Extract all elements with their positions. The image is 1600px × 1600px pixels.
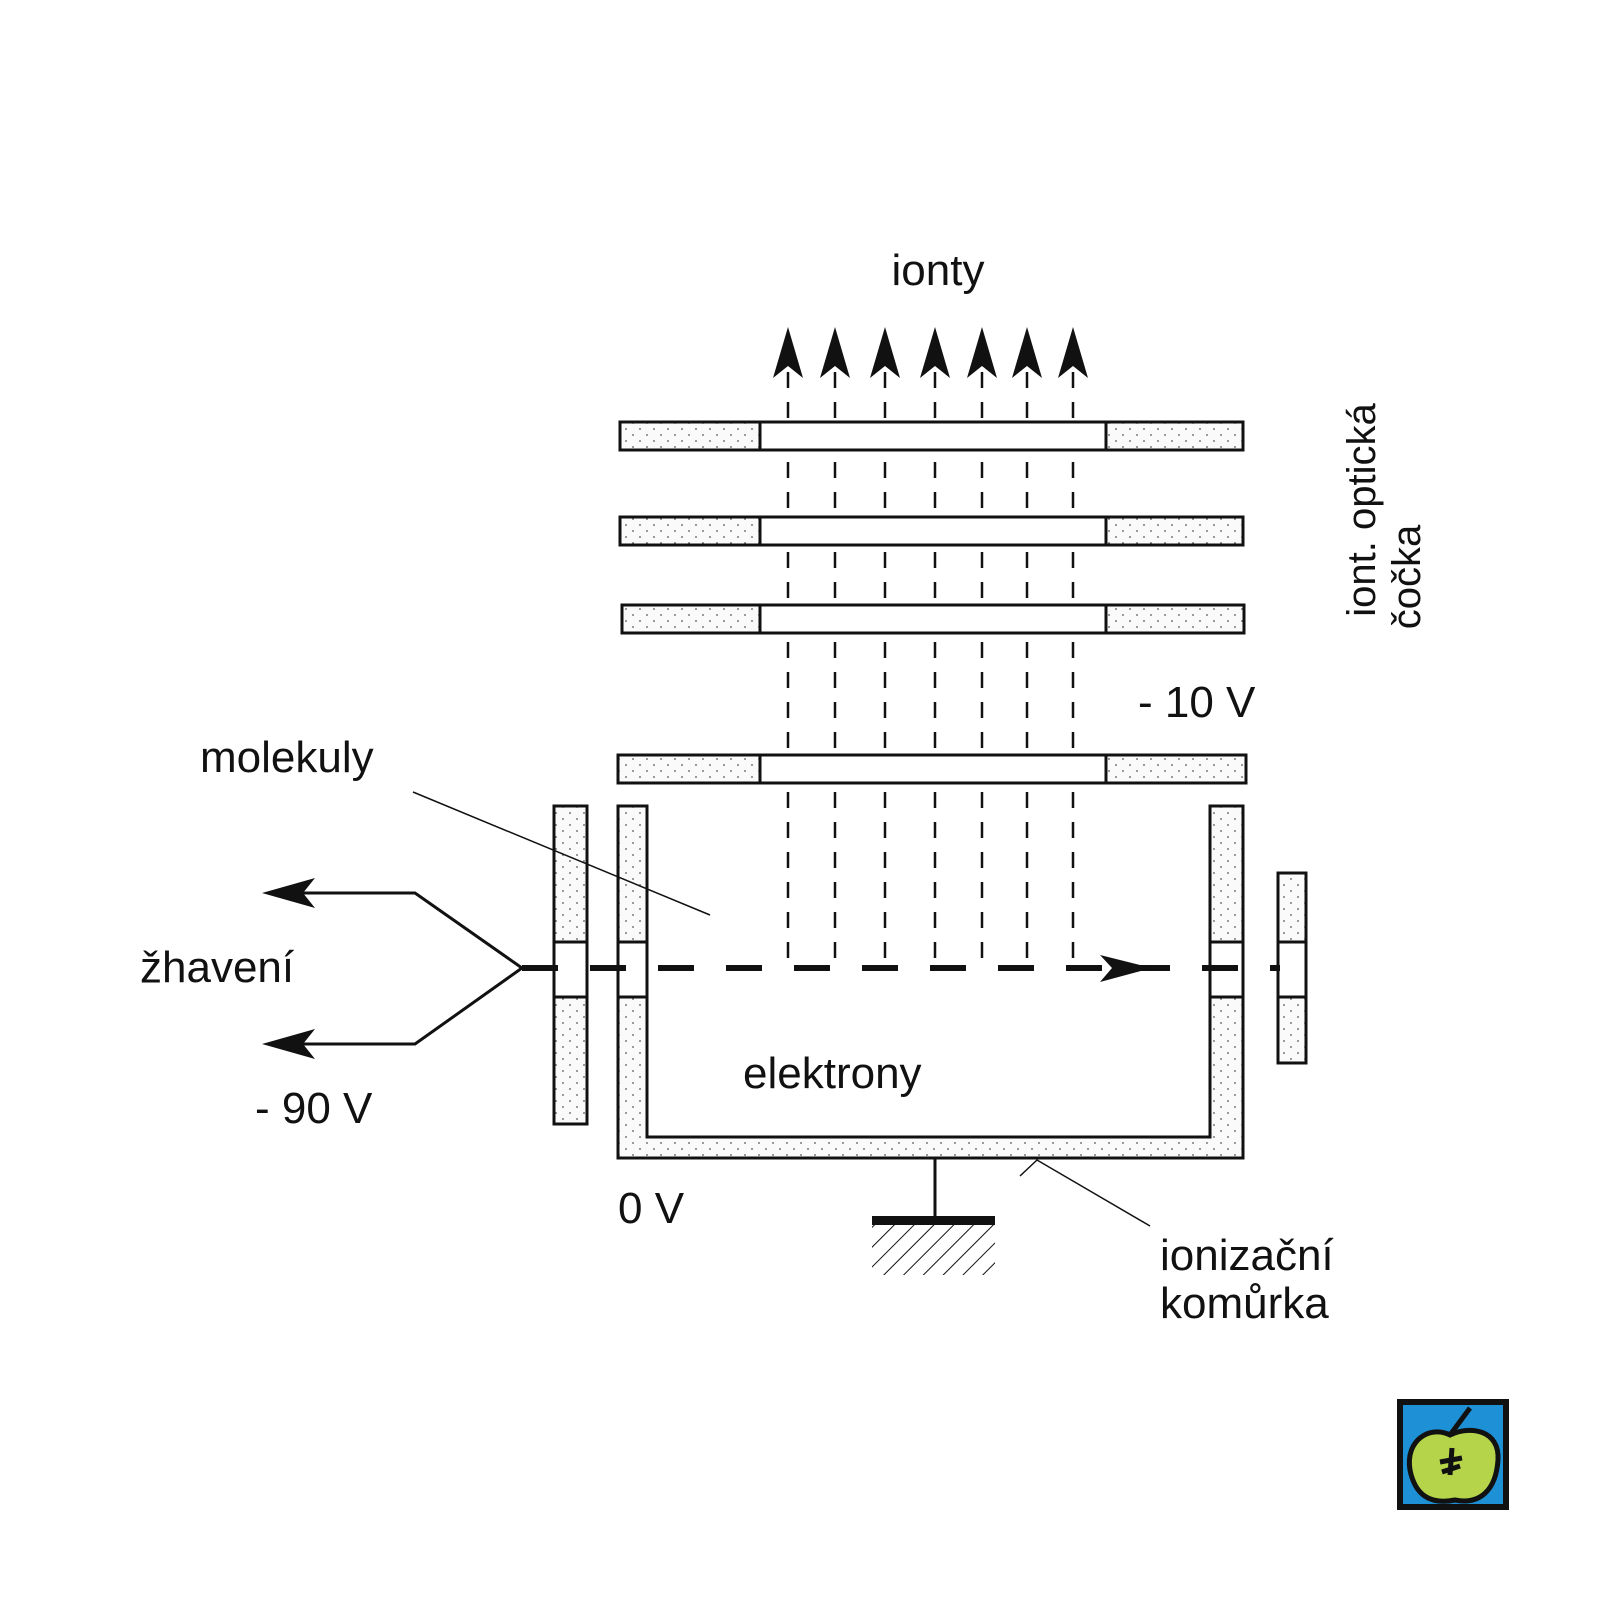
arrow-up-icon <box>920 327 950 378</box>
lens-label-line2: čočka <box>1385 524 1429 629</box>
ionization-chamber <box>616 804 1245 1160</box>
chamber-leader-line <box>1019 1159 1151 1227</box>
arrow-up-icon <box>1012 327 1042 378</box>
arrow-up-icon <box>820 327 850 378</box>
chamber-label-line2: komůrka <box>1160 1279 1329 1328</box>
ions-label: ionty <box>892 246 985 295</box>
lens-plate <box>618 420 1245 452</box>
molecules-label: molekuly <box>200 733 374 782</box>
filament-leads <box>290 891 523 1046</box>
electron-trap-plate <box>1276 871 1308 1065</box>
arrow-up-icon <box>773 327 803 378</box>
ion-lens-plates <box>616 420 1248 785</box>
apple-logo <box>1397 1399 1509 1510</box>
lens-plate <box>616 753 1248 785</box>
filament-voltage-label: - 90 V <box>255 1084 373 1133</box>
arrow-left-icon <box>262 1029 315 1059</box>
arrow-up-icon <box>870 327 900 378</box>
ion-paths <box>773 327 1088 968</box>
lens-label-line1: iont. optická <box>1340 403 1384 617</box>
chamber-voltage-label: 0 V <box>618 1184 685 1233</box>
ground-symbol <box>872 1158 995 1275</box>
electron-arrowhead-icon <box>1100 955 1152 982</box>
arrow-left-icon <box>262 878 315 908</box>
lens-plate <box>620 603 1246 635</box>
lens-plate <box>618 515 1245 547</box>
electron-beam <box>522 955 1280 982</box>
electrons-label: elektrony <box>743 1049 922 1098</box>
arrow-up-icon <box>967 327 997 378</box>
chamber-label-line1: ionizační <box>1160 1231 1334 1280</box>
arrow-up-icon <box>1058 327 1088 378</box>
heating-label: žhavení <box>140 943 295 992</box>
molecules-leader-line <box>412 791 711 916</box>
lens-voltage-label: - 10 V <box>1138 678 1256 727</box>
filament-plate <box>552 804 589 1126</box>
